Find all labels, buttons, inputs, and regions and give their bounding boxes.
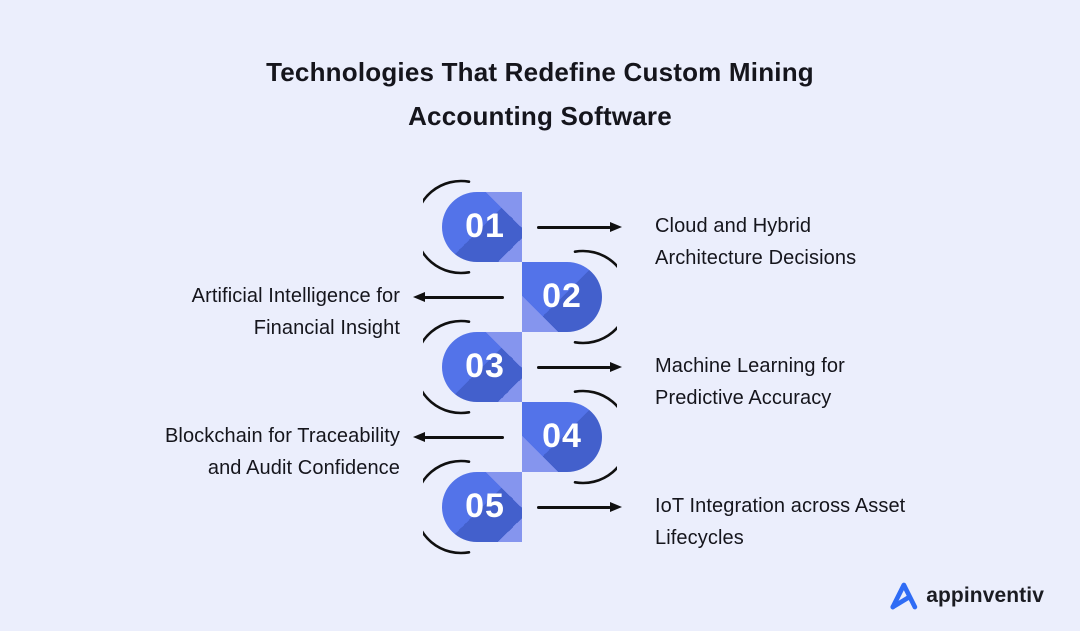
brand-logo: appinventiv	[886, 579, 1044, 613]
step3-label-line2: Predictive Accuracy	[655, 387, 832, 409]
step3-badge: 03	[442, 332, 522, 402]
step3-arrow-right-icon	[537, 366, 611, 369]
step1-badge: 01	[442, 192, 522, 262]
page-title-line2: Accounting Software	[408, 101, 672, 131]
step5-label-line1: IoT Integration across Asset	[655, 495, 906, 517]
step2-arrow-left-icon	[424, 296, 504, 299]
step1-label: Cloud and Hybrid Architecture Decisions	[655, 210, 965, 274]
step4-label-line1: Blockchain for Traceability	[164, 425, 400, 447]
step2-label: Artificial Intelligence for Financial In…	[98, 280, 400, 344]
step1-arrow-right-icon	[537, 226, 611, 229]
step2-badge: 02	[522, 262, 602, 332]
step3-label-line1: Machine Learning for	[655, 355, 845, 377]
step4-arrow-left-icon	[424, 436, 504, 439]
step3-label: Machine Learning for Predictive Accuracy	[655, 350, 965, 414]
step3-number: 03	[465, 346, 505, 385]
step4-number: 04	[542, 416, 582, 455]
step5-label-line2: Lifecycles	[655, 527, 744, 549]
step5-badge: 05	[442, 472, 522, 542]
step1-label-line2: Architecture Decisions	[655, 247, 857, 269]
step4-label: Blockchain for Traceability and Audit Co…	[98, 420, 400, 484]
step2-label-line1: Artificial Intelligence for	[191, 285, 400, 307]
step5-number: 05	[465, 486, 505, 525]
step2-arc-decoration	[573, 249, 617, 345]
step5-arrow-right-icon	[537, 506, 611, 509]
step5-arc-decoration	[423, 459, 471, 555]
step4-label-line2: and Audit Confidence	[207, 457, 400, 479]
appinventiv-a-icon	[890, 582, 918, 610]
step5-label: IoT Integration across Asset Lifecycles	[655, 490, 975, 554]
step1-label-line1: Cloud and Hybrid	[655, 215, 812, 237]
step4-arc-decoration	[573, 389, 617, 485]
step3-arc-decoration	[423, 319, 471, 415]
step4-badge: 04	[522, 402, 602, 472]
step2-label-line2: Financial Insight	[253, 317, 400, 339]
brand-name: appinventiv	[926, 584, 1044, 607]
step1-number: 01	[465, 206, 505, 245]
step2-number: 02	[542, 276, 582, 315]
step1-arc-decoration	[423, 179, 471, 275]
page-title: Technologies That Redefine Custom Mining…	[0, 50, 1080, 138]
page-title-line1: Technologies That Redefine Custom Mining	[266, 57, 814, 87]
